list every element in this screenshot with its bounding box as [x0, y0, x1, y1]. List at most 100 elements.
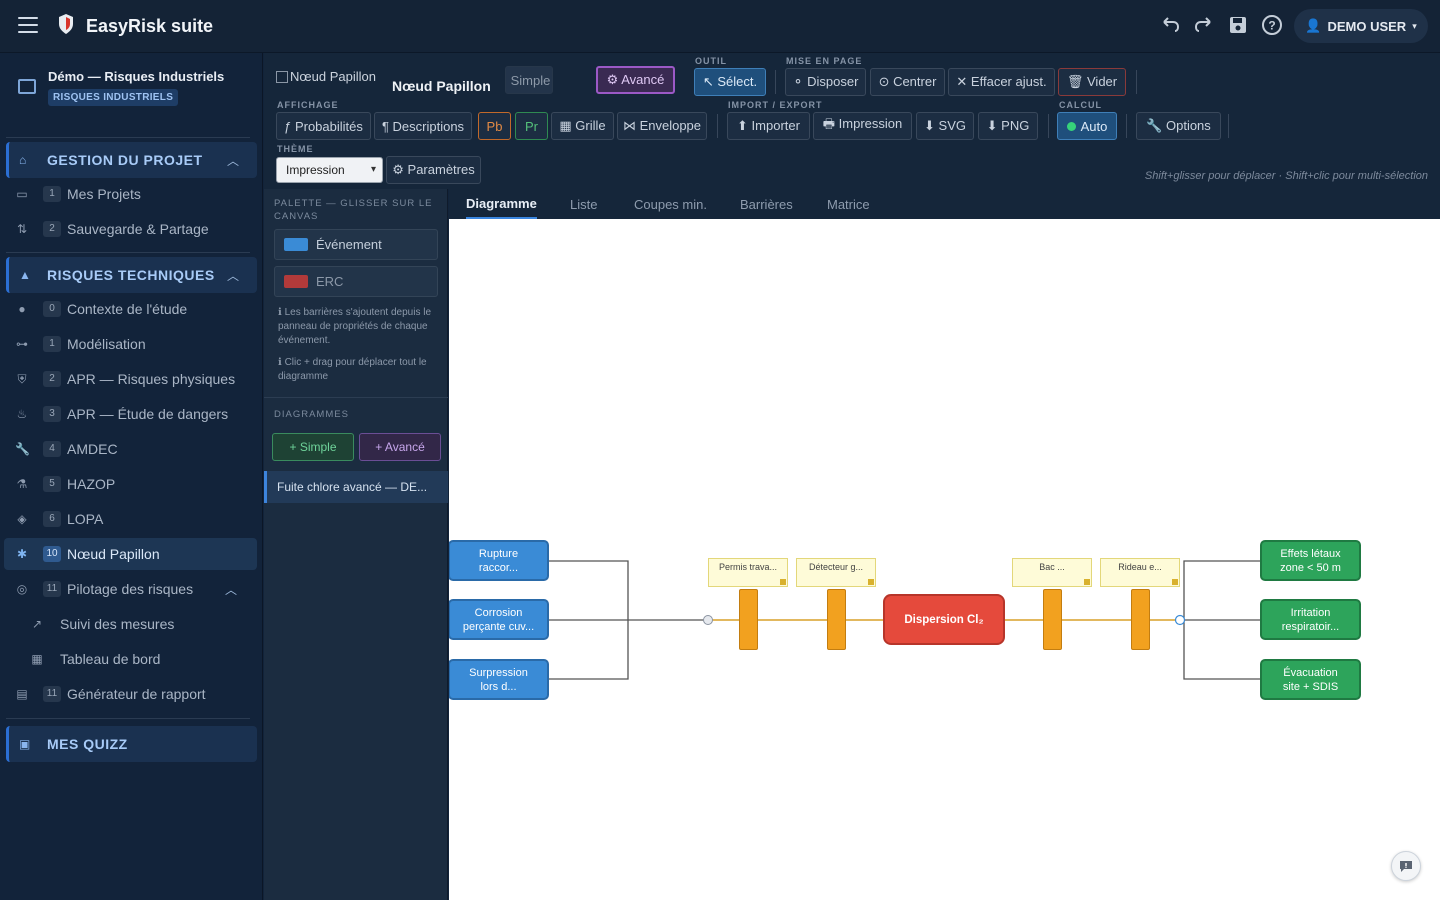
user-menu-button[interactable]: 👤 DEMO USER ▾ [1294, 9, 1428, 43]
save-icon[interactable] [1226, 13, 1250, 37]
mode-advanced-button[interactable]: ⚙ Avancé [596, 66, 675, 94]
palette-item-event[interactable]: Événement [274, 229, 438, 260]
item-label: LOPA [67, 511, 104, 527]
pr-toggle[interactable]: Pr [515, 112, 548, 140]
empty-button[interactable]: 🗑 Vider [1058, 68, 1126, 96]
item-label: Suivi des mesures [60, 616, 175, 632]
protection-barrier[interactable] [1131, 589, 1150, 650]
item-number: 6 [43, 511, 61, 527]
tab-matrice[interactable]: Matrice [827, 196, 870, 212]
warning-icon: ▲ [19, 268, 31, 282]
svg-text:?: ? [1268, 19, 1275, 33]
center-button[interactable]: ⊙ Centrer [870, 68, 945, 96]
params-button[interactable]: ⚙ Paramètres [386, 156, 481, 184]
separator [1048, 114, 1049, 138]
sidebar-item-mes-projets[interactable]: ▭ 1 Mes Projets [4, 178, 257, 210]
shortcut-hint: Shift+glisser pour déplacer · Shift+clic… [1144, 170, 1428, 182]
section-risques-techniques[interactable]: ▲ RISQUES TECHNIQUES OPÉRATIONNELS ︿ [6, 257, 257, 293]
layers-icon: ◈ [17, 512, 27, 526]
barrier-label[interactable]: Détecteur g... [796, 558, 876, 587]
sidebar-item-hazop[interactable]: ⚗ 5 HAZOP [4, 468, 257, 500]
tab-coupes-min[interactable]: Coupes min. [634, 196, 707, 212]
bowtie-icon: ✱ [16, 547, 28, 561]
report-icon: ▤ [16, 687, 28, 701]
barrier-label[interactable]: Bac ... [1012, 558, 1092, 587]
mode-simple-button[interactable]: Simple [505, 66, 553, 94]
palette-item-erc[interactable]: ERC [274, 266, 438, 297]
item-label: HAZOP [67, 476, 116, 492]
page-title: Nœud Papillon [392, 78, 491, 94]
label-outil: OUTIL [695, 56, 727, 66]
top-event-node[interactable]: Dispersion Cl₂ [883, 594, 1005, 645]
barrier-label[interactable]: Permis trava... [708, 558, 788, 587]
sidebar: Démo — Risques Industriels RISQUES INDUS… [0, 53, 263, 900]
chevron-up-icon: ︿ [226, 154, 239, 168]
sidebar-item-apr-dangers[interactable]: ♨ 3 APR — Étude de dangers [4, 398, 257, 430]
sidebar-item-suivi-mesures[interactable]: ↗ Suivi des mesures [4, 608, 257, 640]
section-mes-quizz[interactable]: ▣ MES QUIZZ [6, 726, 257, 762]
section-gestion-projet[interactable]: ⌂ GESTION DU PROJET ︿ [6, 142, 257, 178]
label-mise-en-page: MISE EN PAGE [786, 56, 863, 66]
divider [6, 252, 250, 253]
sidebar-item-pilotage[interactable]: ◎ 11 Pilotage des risques ︿ [4, 573, 257, 605]
prevention-barrier[interactable] [739, 589, 758, 650]
arrange-button[interactable]: ⚬ Disposer [785, 68, 866, 96]
menu-icon[interactable] [18, 17, 38, 33]
label-affichage: AFFICHAGE [277, 100, 339, 110]
item-label: Sauvegarde & Partage [67, 221, 209, 237]
prevention-barrier[interactable] [827, 589, 846, 650]
chat-icon[interactable] [1391, 851, 1421, 881]
separator [1126, 114, 1127, 138]
item-label: Générateur de rapport [67, 686, 206, 702]
sidebar-item-lopa[interactable]: ◈ 6 LOPA [4, 503, 257, 535]
barrier-label[interactable]: Rideau e... [1100, 558, 1180, 587]
home-icon: ⌂ [19, 153, 27, 167]
add-simple-diagram-button[interactable]: + Simple [272, 433, 354, 461]
item-number: 3 [43, 406, 61, 422]
import-button[interactable]: ⬆ Importer [727, 112, 810, 140]
undo-icon[interactable] [1158, 13, 1182, 37]
envelope-toggle[interactable]: ⋈ Enveloppe [617, 112, 707, 140]
print-button[interactable]: 🖶 Impression [813, 112, 912, 140]
sidebar-item-contexte[interactable]: ● 0 Contexte de l'étude [4, 293, 257, 325]
pb-toggle[interactable]: Pb [478, 112, 511, 140]
project-header[interactable]: Démo — Risques Industriels RISQUES INDUS… [14, 67, 254, 117]
help-icon[interactable]: ? [1260, 13, 1284, 37]
sidebar-item-modelisation[interactable]: ⊶ 1 Modélisation [4, 328, 257, 360]
select-tool-button[interactable]: ↖ Sélect. [694, 68, 766, 96]
export-png-button[interactable]: ⬇ PNG [978, 112, 1038, 140]
export-svg-button[interactable]: ⬇ SVG [916, 112, 974, 140]
palette-note-drag: ℹ Clic + drag pour déplacer tout le diag… [278, 357, 427, 382]
sidebar-item-generateur-rapport[interactable]: ▤ 11 Générateur de rapport [4, 678, 257, 710]
item-label: Nœud Papillon [67, 546, 160, 562]
project-name: Démo — Risques Industriels [48, 69, 225, 84]
probabilities-toggle[interactable]: ƒ Probabilités [276, 112, 371, 140]
sidebar-item-apr-physiques[interactable]: ⛨ 2 APR — Risques physiques [4, 363, 257, 395]
descriptions-toggle[interactable]: ¶ Descriptions [374, 112, 472, 140]
options-button[interactable]: 🔧 Options [1136, 112, 1221, 140]
tab-barrieres[interactable]: Barrières [740, 196, 793, 212]
auto-calc-toggle[interactable]: Auto [1057, 112, 1117, 140]
event-swatch [284, 238, 308, 251]
divider [6, 137, 250, 138]
redo-icon[interactable] [1192, 13, 1216, 37]
diagram-list-item[interactable]: Fuite chlore avancé — DE... [264, 471, 448, 503]
sidebar-item-amdec[interactable]: 🔧 4 AMDEC [4, 433, 257, 465]
protection-barrier[interactable] [1043, 589, 1062, 650]
clear-adjust-button[interactable]: ✕ Effacer ajust. [948, 68, 1055, 96]
grid-toggle[interactable]: ▦ Grille [551, 112, 614, 140]
sidebar-item-noeud-papillon[interactable]: ✱ 10 Nœud Papillon [4, 538, 257, 570]
sidebar-item-tableau-bord[interactable]: ▦ Tableau de bord [4, 643, 257, 675]
tab-liste[interactable]: Liste [570, 196, 598, 212]
tab-diagramme[interactable]: Diagramme [466, 189, 537, 219]
theme-select[interactable]: Impression ▾ [276, 157, 383, 183]
add-advanced-diagram-button[interactable]: + Avancé [359, 433, 441, 461]
sidebar-item-sauvegarde[interactable]: ⇅ 2 Sauvegarde & Partage [4, 213, 257, 245]
